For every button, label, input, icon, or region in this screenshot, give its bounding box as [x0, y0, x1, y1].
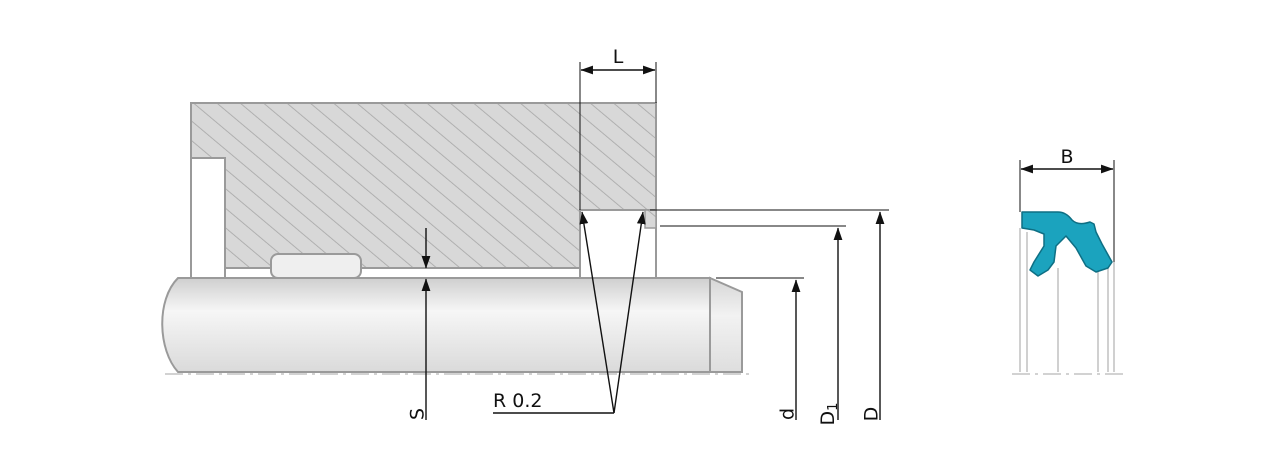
label-D1: D1 [817, 403, 841, 426]
housing-left-web [190, 157, 226, 279]
guide-ring [270, 253, 362, 279]
housing [190, 102, 657, 279]
radius-callout: R 0.2 [493, 211, 646, 414]
groove-chamfer [644, 209, 657, 229]
rod-body [161, 277, 711, 373]
label-R: R 0.2 [493, 390, 542, 412]
dimension-L: L [579, 46, 657, 210]
label-D1-sub: 1 [826, 403, 841, 411]
dimension-D: D [650, 209, 889, 422]
seal-detail: B [1012, 146, 1124, 375]
seal-profile [1021, 211, 1113, 277]
label-D1-main: D [817, 411, 839, 426]
label-B: B [1060, 146, 1073, 168]
label-S: S [407, 408, 429, 420]
dimension-d: d [716, 277, 804, 420]
label-d: d [777, 408, 799, 420]
label-L: L [613, 46, 624, 68]
rod-chamfer [709, 276, 743, 373]
label-D: D [861, 407, 883, 422]
dimension-S: S [407, 228, 431, 420]
rod [161, 276, 752, 375]
dimension-D1: D1 [660, 225, 846, 426]
